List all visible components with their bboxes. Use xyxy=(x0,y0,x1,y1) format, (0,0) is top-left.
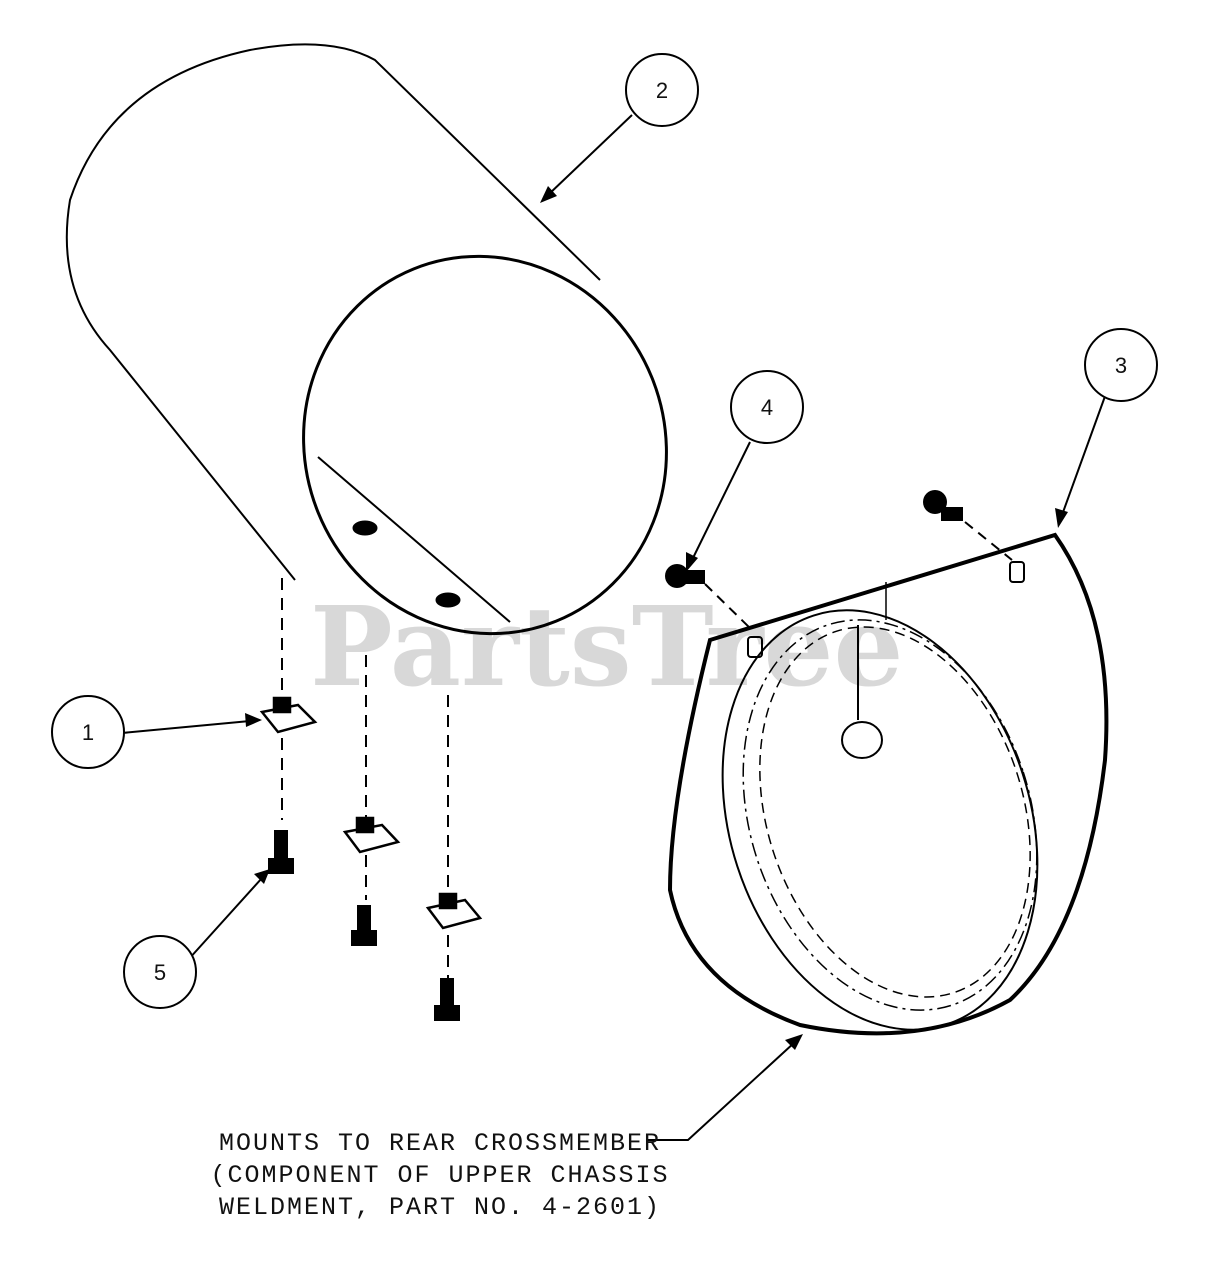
callout-5: 5 xyxy=(123,935,197,1009)
note-line-3: WELDMENT, PART NO. 4-2601) xyxy=(218,1193,662,1222)
callout-4: 4 xyxy=(730,370,804,444)
callout-1-label: 1 xyxy=(82,720,94,745)
part-4-bolts xyxy=(665,490,1013,631)
note-line-2: (COMPONENT OF UPPER CHASSIS xyxy=(210,1161,670,1190)
part-5-bolts xyxy=(268,830,460,1021)
callout-4-label: 4 xyxy=(761,395,773,420)
leader-lines xyxy=(121,114,1109,1141)
note-line-1: MOUNTS TO REAR CROSSMEMBER xyxy=(218,1129,662,1158)
callout-3: 3 xyxy=(1084,328,1158,402)
part-2-tube xyxy=(65,43,668,636)
part-3-plate xyxy=(667,532,1109,1036)
callout-2-label: 2 xyxy=(656,78,668,103)
callout-2: 2 xyxy=(625,53,699,127)
callout-1: 1 xyxy=(51,695,125,769)
callout-3-label: 3 xyxy=(1115,353,1127,378)
callout-5-label: 5 xyxy=(154,960,166,985)
part-1-clip-nuts xyxy=(259,696,483,930)
watermark-text: PartsTree xyxy=(310,582,904,711)
mounting-note: MOUNTS TO REAR CROSSMEMBER (COMPONENT OF… xyxy=(140,1128,740,1224)
